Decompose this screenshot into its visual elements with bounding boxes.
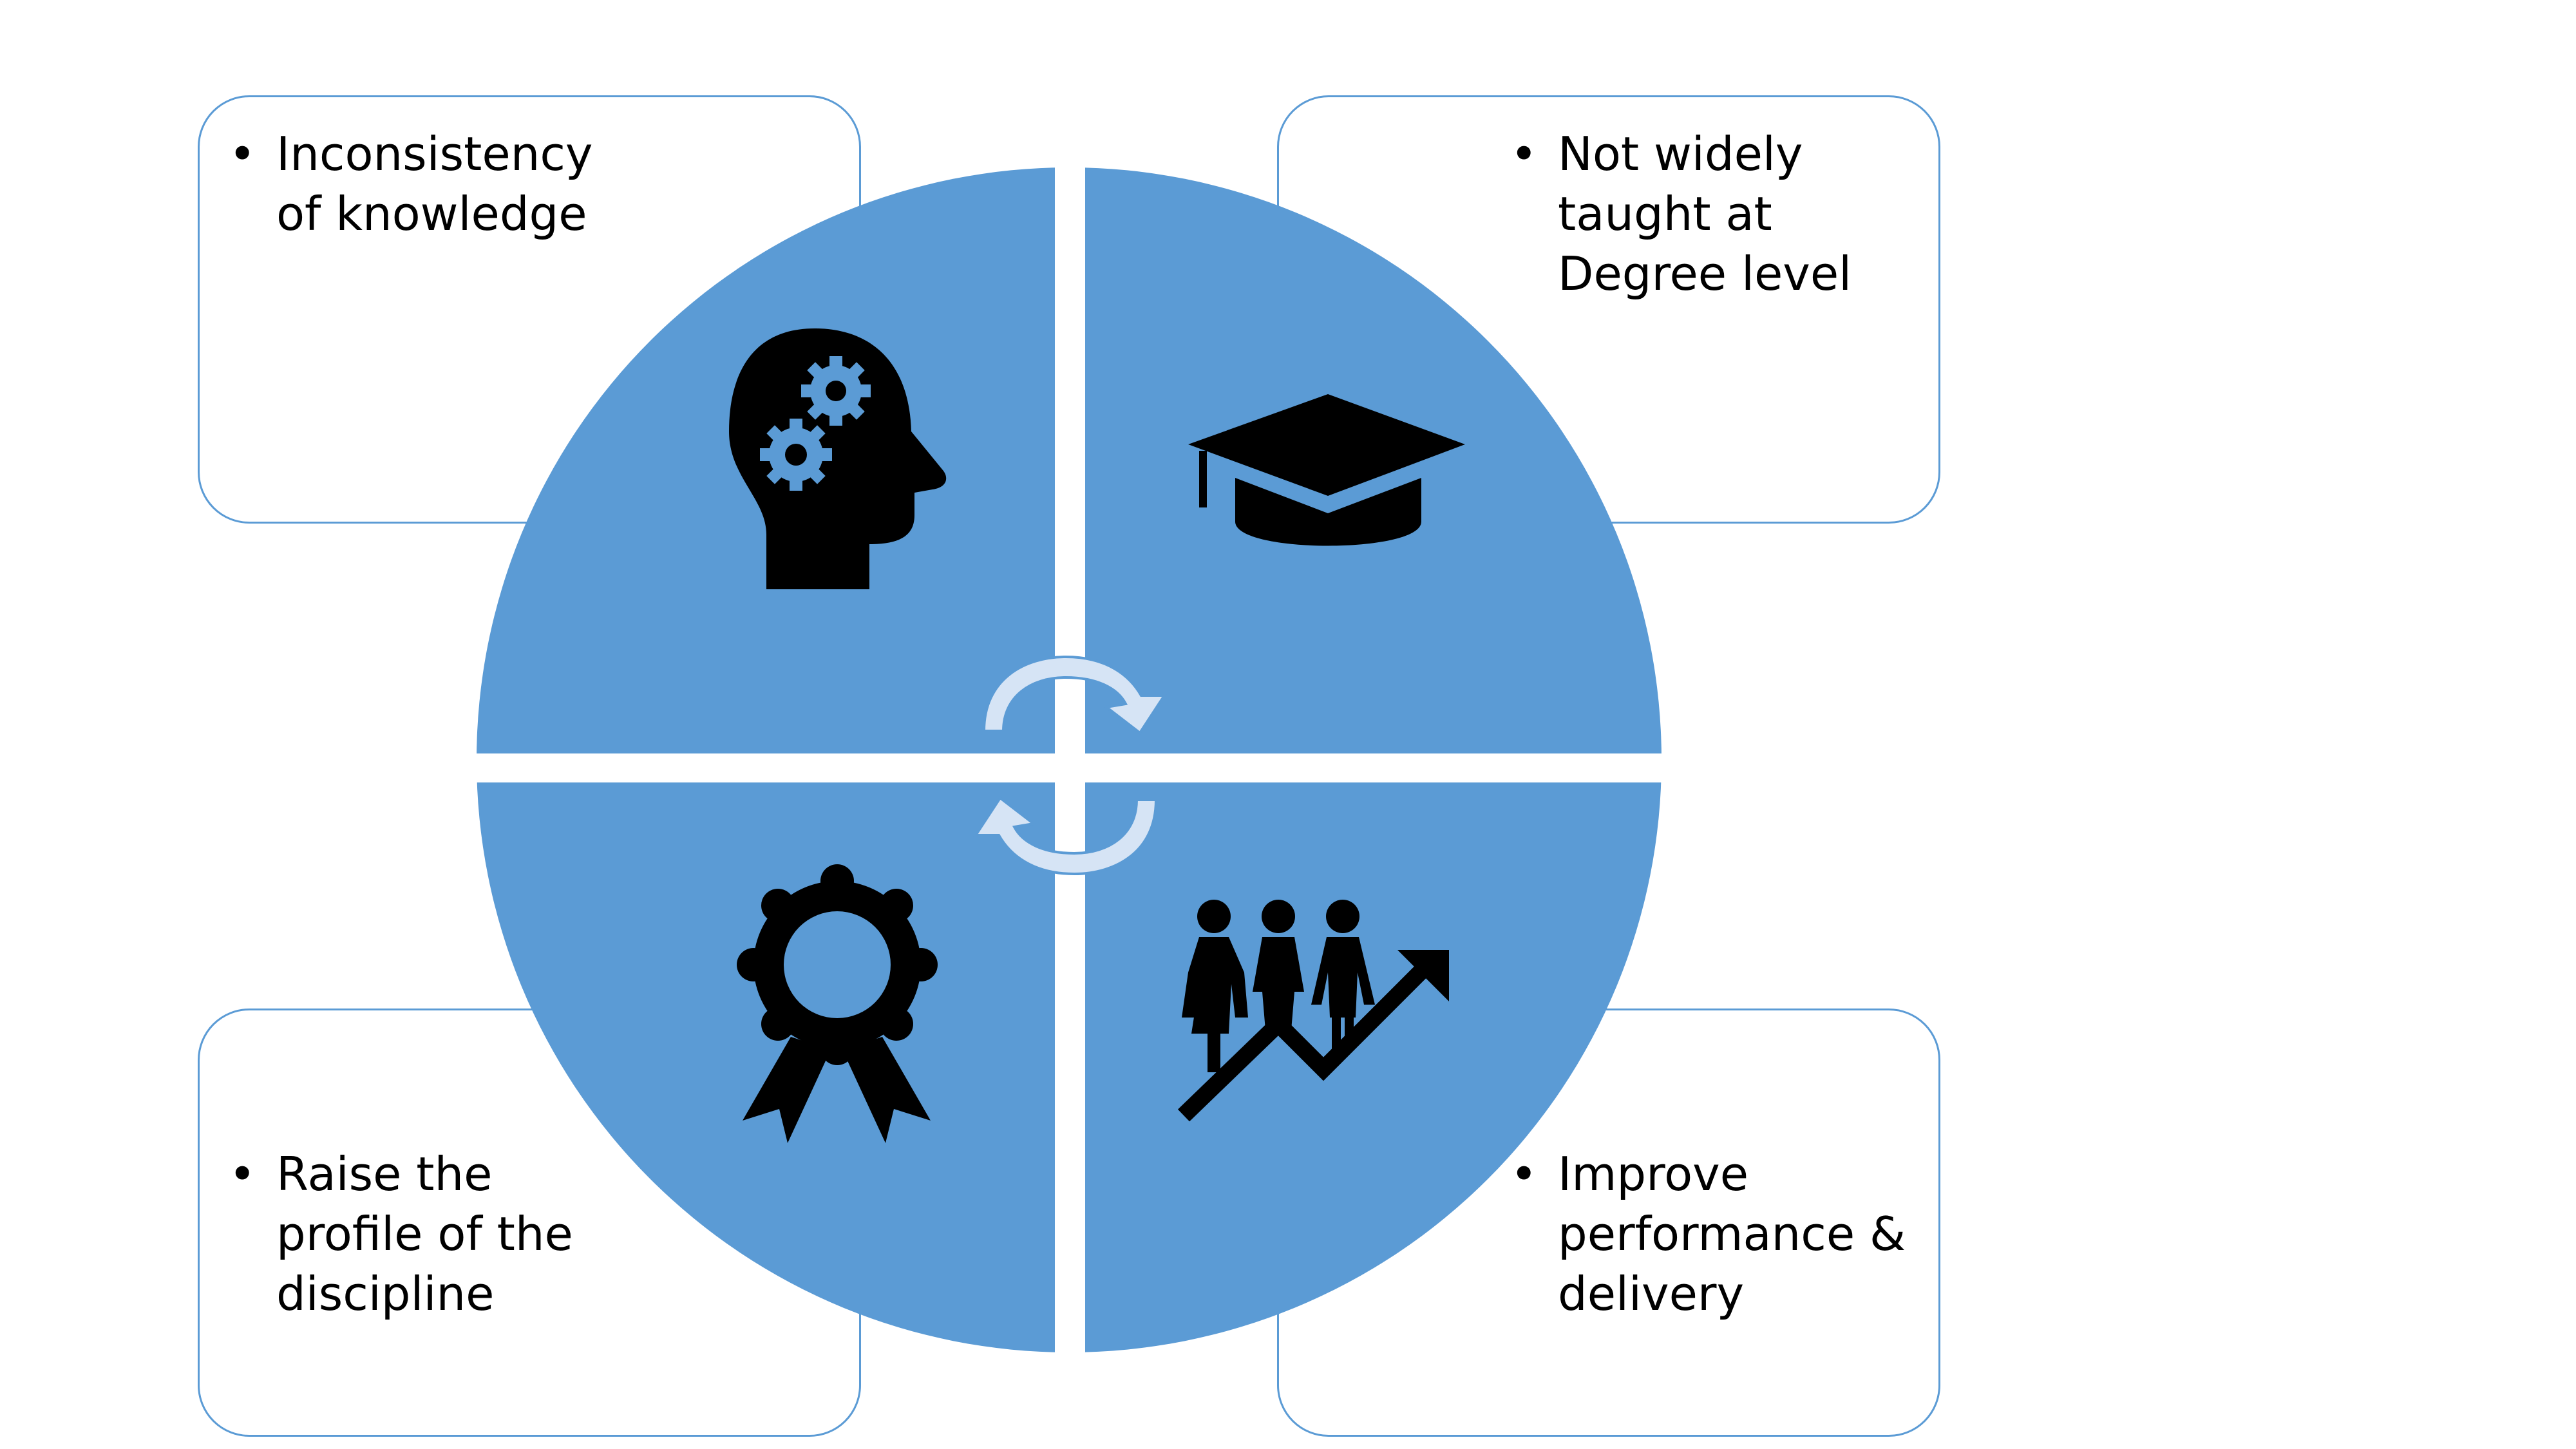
bullet-top-right: • Not widely taught at Degree level — [1510, 124, 1852, 304]
cycle-arrows-icon — [973, 655, 1167, 876]
bullet-text-bottom-left: Raise the profile of the discipline — [276, 1147, 573, 1321]
bullet-bottom-left: • Raise the profile of the discipline — [229, 1144, 573, 1324]
award-ribbon-icon — [737, 864, 938, 1143]
bullet-text-bottom-right: Improve performance & delivery — [1558, 1147, 1906, 1321]
bullet-text-top-left: Inconsistency of knowledge — [276, 127, 593, 241]
head-gears-icon — [729, 328, 947, 589]
bullet-dot: • — [1510, 1147, 1538, 1201]
team-growth-icon — [1177, 900, 1449, 1122]
bullet-dot: • — [229, 1147, 256, 1201]
bullet-bottom-right: • Improve performance & delivery — [1510, 1144, 1906, 1324]
bullet-text-top-right: Not widely taught at Degree level — [1558, 127, 1852, 301]
bullet-dot: • — [1510, 127, 1538, 181]
circle — [477, 167, 1662, 1352]
bullet-top-left: • Inconsistency of knowledge — [229, 124, 593, 244]
bullet-dot: • — [229, 127, 256, 181]
graduation-cap-icon — [1188, 394, 1465, 546]
